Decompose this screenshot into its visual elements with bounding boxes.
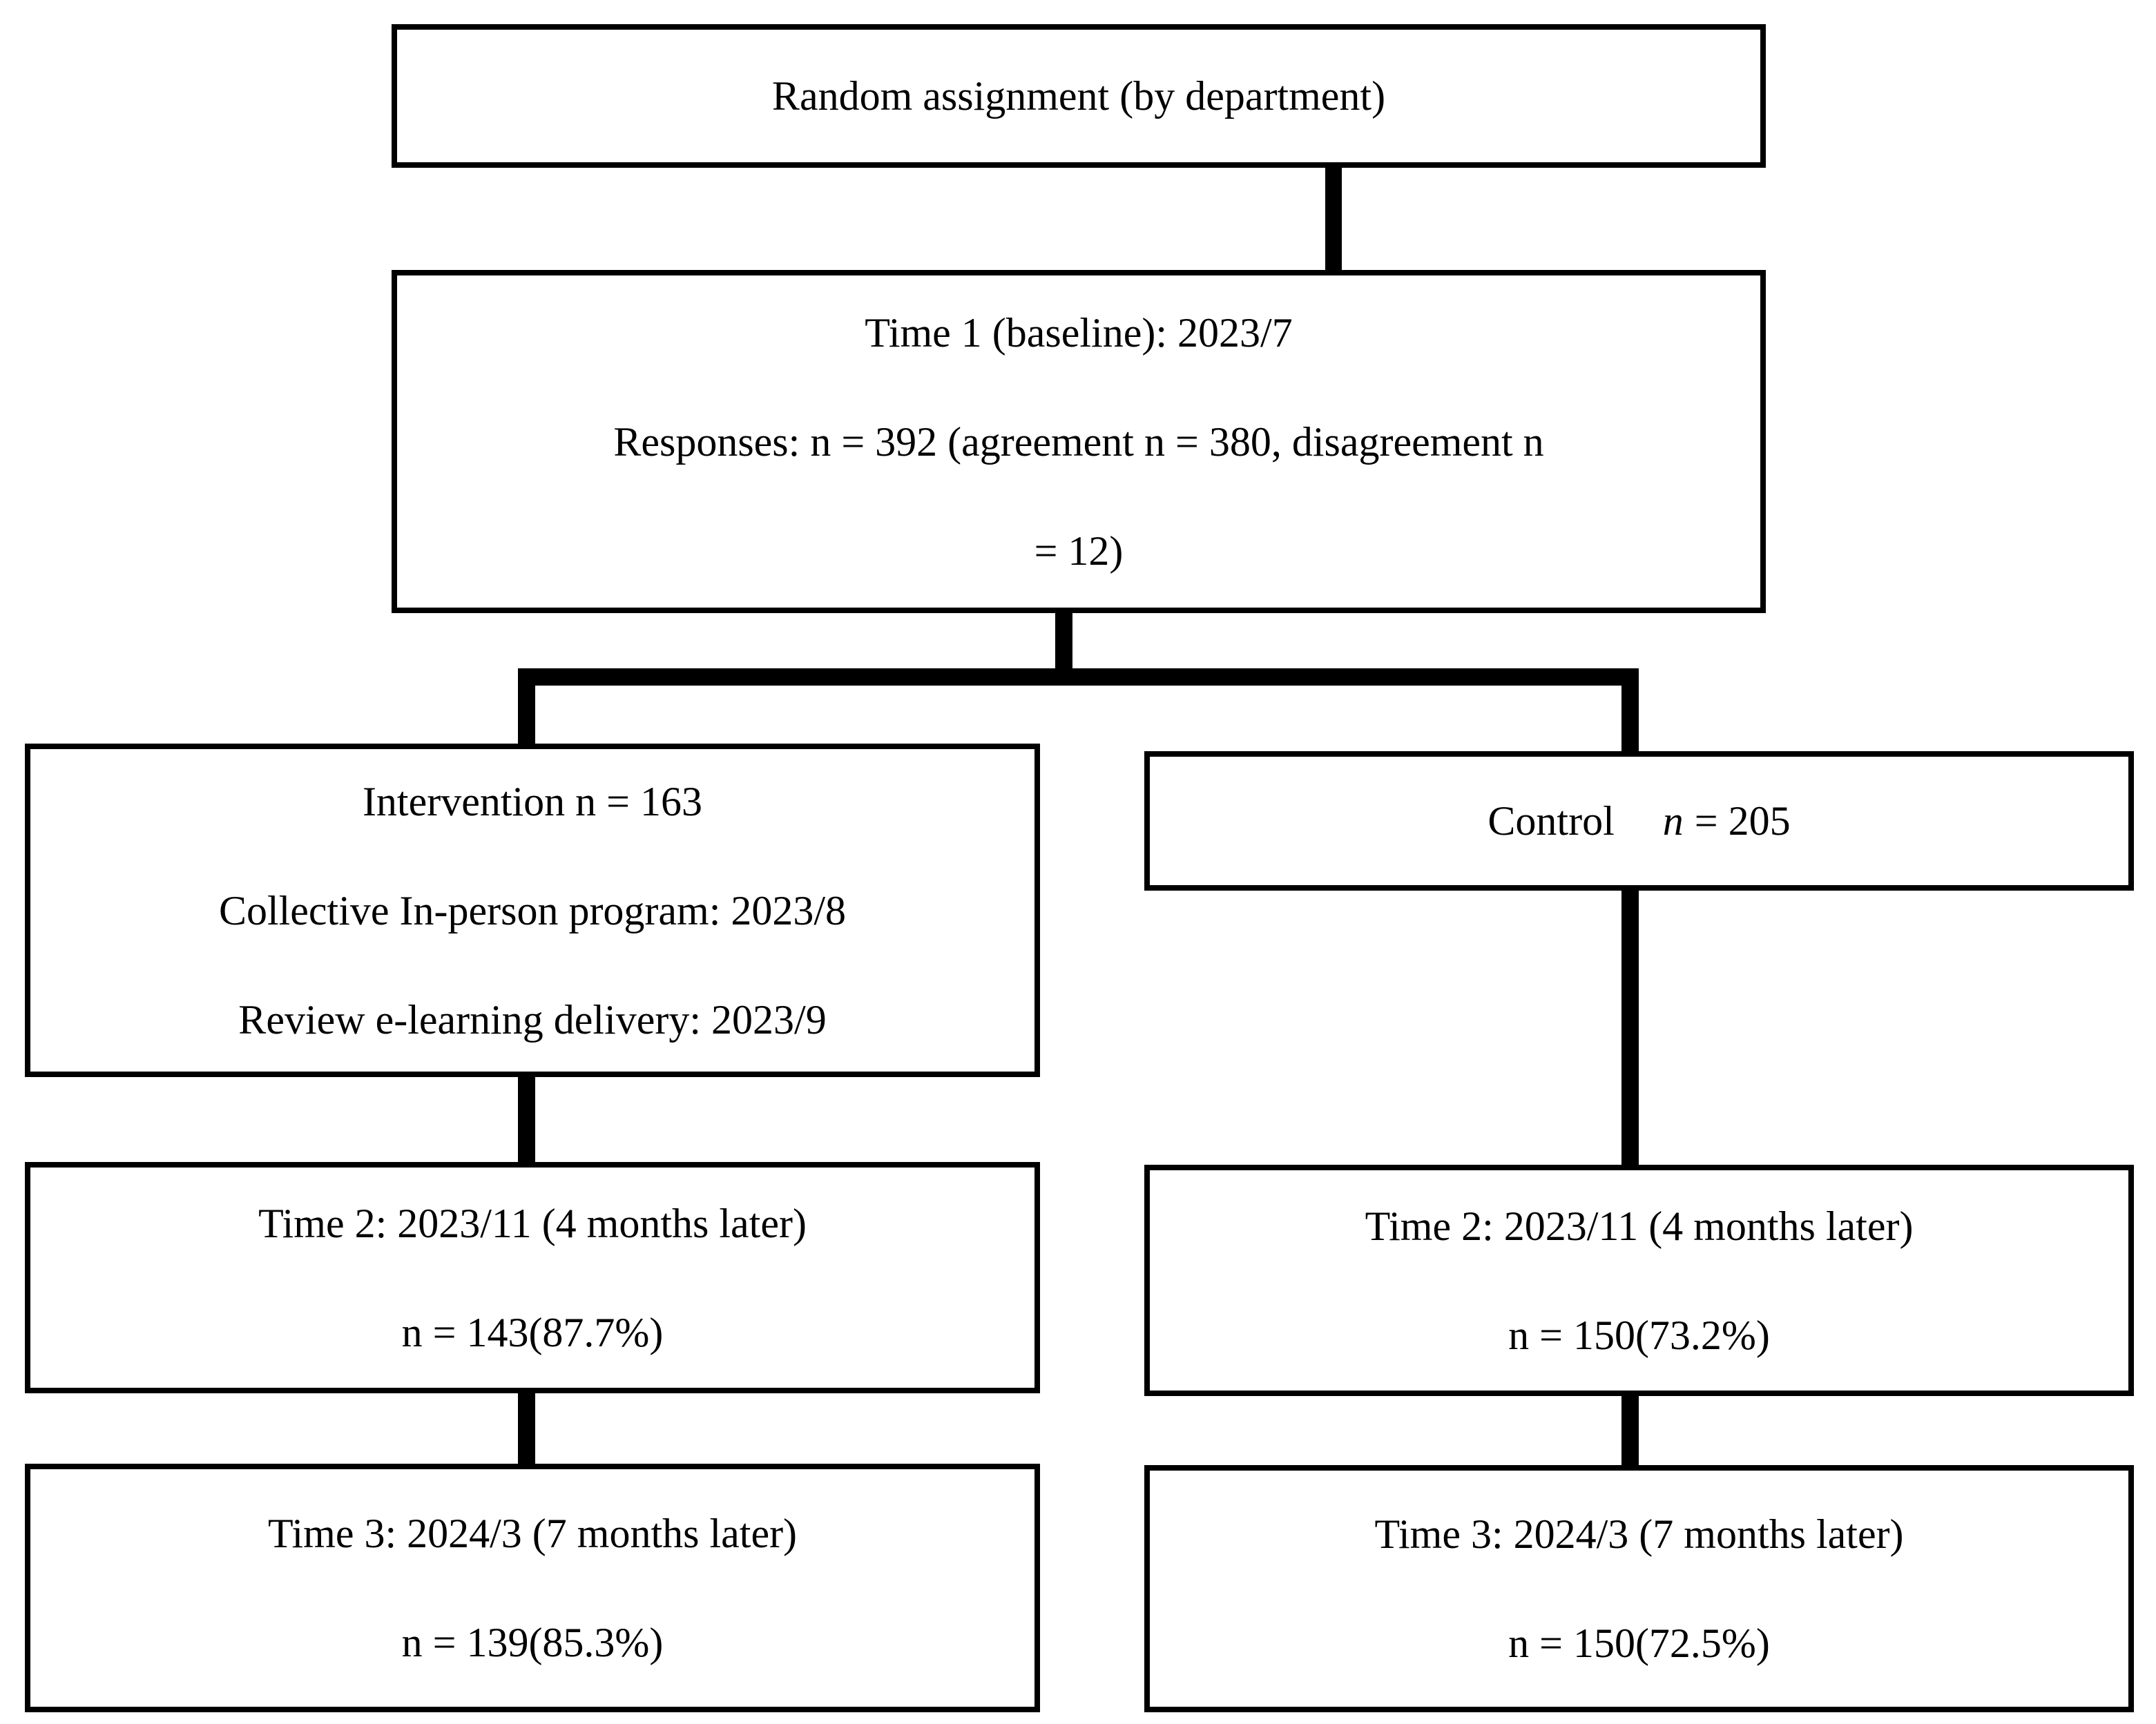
box-text-line: Responses: n = 392 (agreement n = 380, d… [613,418,1544,465]
connector-time1-to-splitter [1055,610,1072,672]
box-text-line: Review e-learning delivery: 2023/9 [238,996,827,1043]
connector-intervention-to-time2 [518,1073,535,1165]
time2-control-box: Time 2: 2023/11 (4 months later) n = 150… [1144,1165,2134,1396]
box-text-line: Intervention n = 163 [362,778,703,824]
connector-splitter-to-control [1621,668,1639,754]
box-text-line: Time 2: 2023/11 (4 months later) [1365,1203,1914,1249]
connector-control-to-time2 [1621,887,1639,1168]
random-assignment-box: Random assignment (by department) [392,24,1766,168]
box-text-line: Time 3: 2024/3 (7 months later) [267,1511,798,1556]
connector-time2-to-time3-right [1621,1392,1639,1468]
box-text-line: Time 2: 2023/11 (4 months later) [258,1200,807,1246]
box-text-line: Control n= 205 [1488,766,1790,875]
control-group-box: Control n= 205 [1144,751,2134,891]
connector-splitter-to-intervention [518,668,535,746]
box-text-line: Random assignment (by department) [771,73,1386,119]
box-text-line: n = 150(73.2%) [1508,1312,1770,1358]
connector-time2-to-time3-left [518,1389,535,1466]
intervention-group-box: Intervention n = 163 Collective In-perso… [25,744,1040,1077]
control-label: Control [1488,798,1615,844]
box-text-line: Time 3: 2024/3 (7 months later) [1374,1511,1904,1557]
time1-baseline-box: Time 1 (baseline): 2023/7 Responses: n =… [392,270,1766,613]
control-n-value: = 205 [1694,798,1791,844]
connector-random-to-time1 [1325,168,1342,273]
time2-intervention-box: Time 2: 2023/11 (4 months later) n = 143… [25,1162,1040,1393]
control-n-variable: n [1662,798,1684,844]
connector-branch-splitter-bar [518,668,1639,686]
box-text-line: = 12) [1034,527,1124,574]
box-text-line: n = 139(85.3%) [401,1620,664,1665]
time3-control-box: Time 3: 2024/3 (7 months later) n = 150(… [1144,1465,2134,1712]
box-text-line: Time 1 (baseline): 2023/7 [865,309,1293,356]
box-text-line: n = 143(87.7%) [401,1309,664,1355]
time3-intervention-box: Time 3: 2024/3 (7 months later) n = 139(… [25,1464,1040,1712]
box-text-line: Collective In-person program: 2023/8 [218,887,847,933]
box-text-line: n = 150(72.5%) [1508,1620,1770,1666]
